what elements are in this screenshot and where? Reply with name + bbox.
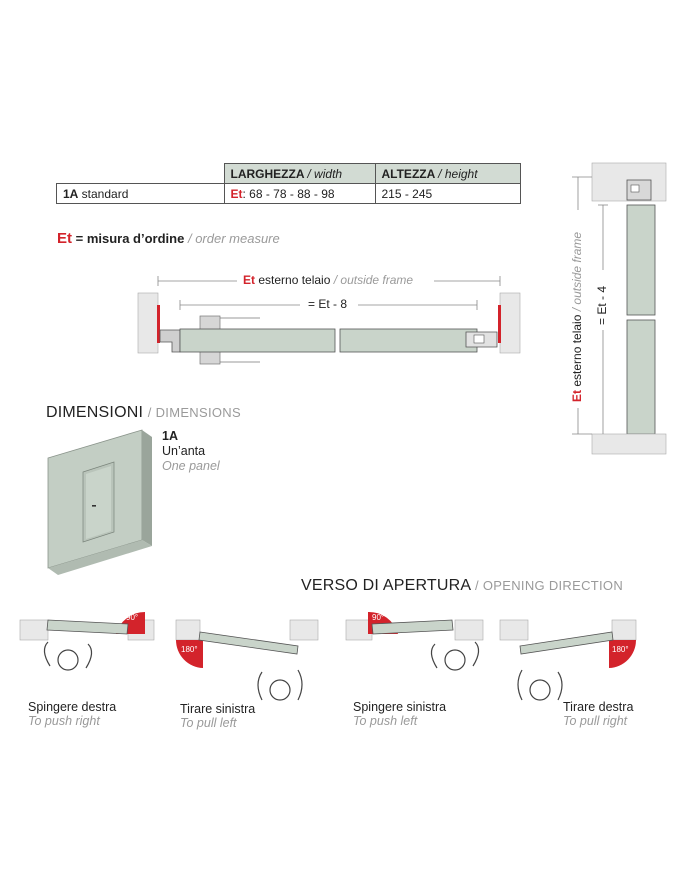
- right-wall: [499, 292, 521, 354]
- model-info: 1A Un’anta One panel: [162, 429, 220, 474]
- table-row: 1A standard Et: 68 - 78 - 88 - 98 215 - …: [56, 183, 521, 204]
- row-label: 1A standard: [56, 183, 225, 204]
- opening-diagram-3: [345, 611, 484, 671]
- opening-diagram-2: [175, 619, 319, 701]
- left-frame-profile: [159, 329, 181, 353]
- vertical-outside-frame-label: Et esterno telaio / outside frame: [570, 228, 584, 405]
- angle-label-1: 90°: [126, 613, 139, 622]
- spec-table: LARGHEZZA / width ALTEZZA / height 1A st…: [56, 163, 521, 204]
- inner-height-label: = Et - 4: [595, 282, 609, 328]
- angle-label-2: 180°: [181, 645, 198, 654]
- model-name: Un’anta: [162, 444, 206, 458]
- right-seal: [498, 305, 501, 343]
- col-header-height: ALTEZZA / height: [374, 163, 521, 184]
- door-panel-left: [179, 328, 336, 353]
- inner-width-label: = Et - 8: [305, 297, 351, 311]
- left-seal: [157, 305, 160, 343]
- height-values: 215 - 245: [374, 183, 521, 204]
- opening-direction-title: VERSO DI APERTURA / OPENING DIRECTION: [301, 577, 624, 594]
- opening-diagram-4: [499, 619, 637, 701]
- dimensions-title: DIMENSIONI / DIMENSIONS: [46, 404, 241, 421]
- door-panel-right: [339, 328, 478, 353]
- floor: [591, 433, 667, 455]
- door-panel-upper: [626, 204, 656, 316]
- table-header-row: LARGHEZZA / width ALTEZZA / height: [57, 163, 521, 184]
- angle-label-4: 180°: [612, 645, 629, 654]
- outside-frame-label: Et esterno telaio / outside frame: [240, 273, 417, 287]
- model-code: 1A: [162, 429, 178, 443]
- inner-width-dimension: [179, 300, 478, 310]
- col-header-width: LARGHEZZA / width: [223, 163, 376, 184]
- outside-frame-dimension: [157, 276, 501, 286]
- angle-label-3: 90°: [372, 613, 385, 622]
- door-panel-lower: [626, 319, 656, 435]
- order-measure-legend: Et = misura d’ordine / order measure: [57, 230, 280, 247]
- opening-diagram-1: [19, 611, 155, 671]
- left-wall: [137, 292, 159, 354]
- model-name-en: One panel: [162, 459, 220, 473]
- door-3d-illustration: [47, 429, 152, 575]
